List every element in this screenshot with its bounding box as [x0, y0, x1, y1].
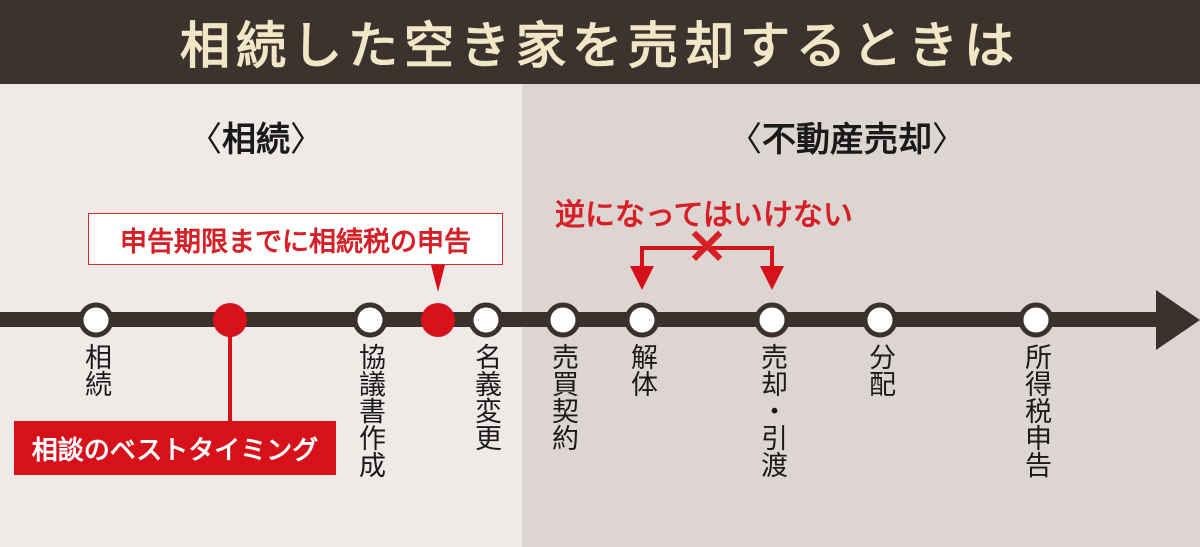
label-title-transfer: 名義変更	[470, 343, 501, 451]
title-bar: 相続した空き家を売却するときは	[0, 0, 1200, 84]
timeline-point-inheritance	[78, 302, 114, 338]
label-demolition: 解体	[626, 343, 657, 397]
tax-deadline-text: 申告期限までに相続税の申告	[120, 226, 471, 258]
timeline-point-best-timing	[213, 303, 247, 337]
label-distribution: 分配	[864, 343, 895, 397]
best-timing-text: 相談のベストタイミング	[31, 435, 319, 466]
best-timing-callout: 相談のベストタイミング	[14, 421, 336, 475]
timeline-point-title-transfer	[468, 302, 504, 338]
section-label-real-estate-sale-text: 不動産売却	[762, 120, 932, 160]
bracket-open: 〈	[728, 120, 762, 160]
timeline-point-sales-contract	[545, 302, 581, 338]
label-sales-contract: 売買契約	[547, 343, 578, 451]
tax-deadline-callout: 申告期限までに相続税の申告	[88, 213, 503, 265]
label-agreement: 協議書作成	[354, 343, 385, 478]
timeline-point-tax-deadline	[421, 303, 455, 337]
warning-bracket	[640, 246, 774, 266]
section-label-inheritance: 〈相続〉	[188, 112, 324, 161]
warning-arrow-sale	[760, 266, 784, 290]
diagram-title: 相続した空き家を売却するときは	[180, 16, 1020, 75]
bracket-open: 〈	[188, 120, 222, 160]
timeline-point-income-tax	[1018, 302, 1054, 338]
timeline-point-distribution	[862, 302, 898, 338]
label-sale-delivery: 売却・引渡	[756, 343, 787, 478]
warning-arrow-demolition	[630, 266, 654, 290]
cross-mark-icon: ×	[685, 215, 729, 275]
section-label-real-estate-sale: 〈不動産売却〉	[728, 112, 966, 161]
timeline-point-agreement	[352, 302, 388, 338]
label-inheritance: 相続	[80, 343, 111, 397]
timeline-point-sale-delivery	[754, 302, 790, 338]
bracket-close: 〉	[290, 120, 324, 160]
section-label-inheritance-text: 相続	[222, 120, 290, 160]
timeline-arrow-head	[1156, 290, 1200, 350]
label-income-tax: 所得税申告	[1020, 343, 1051, 478]
bracket-close: 〉	[932, 120, 966, 160]
timeline-line	[0, 312, 1162, 327]
warning-text: 逆になってはいけない	[555, 198, 853, 233]
tax-deadline-pointer	[431, 265, 445, 292]
timeline-point-demolition	[624, 302, 660, 338]
